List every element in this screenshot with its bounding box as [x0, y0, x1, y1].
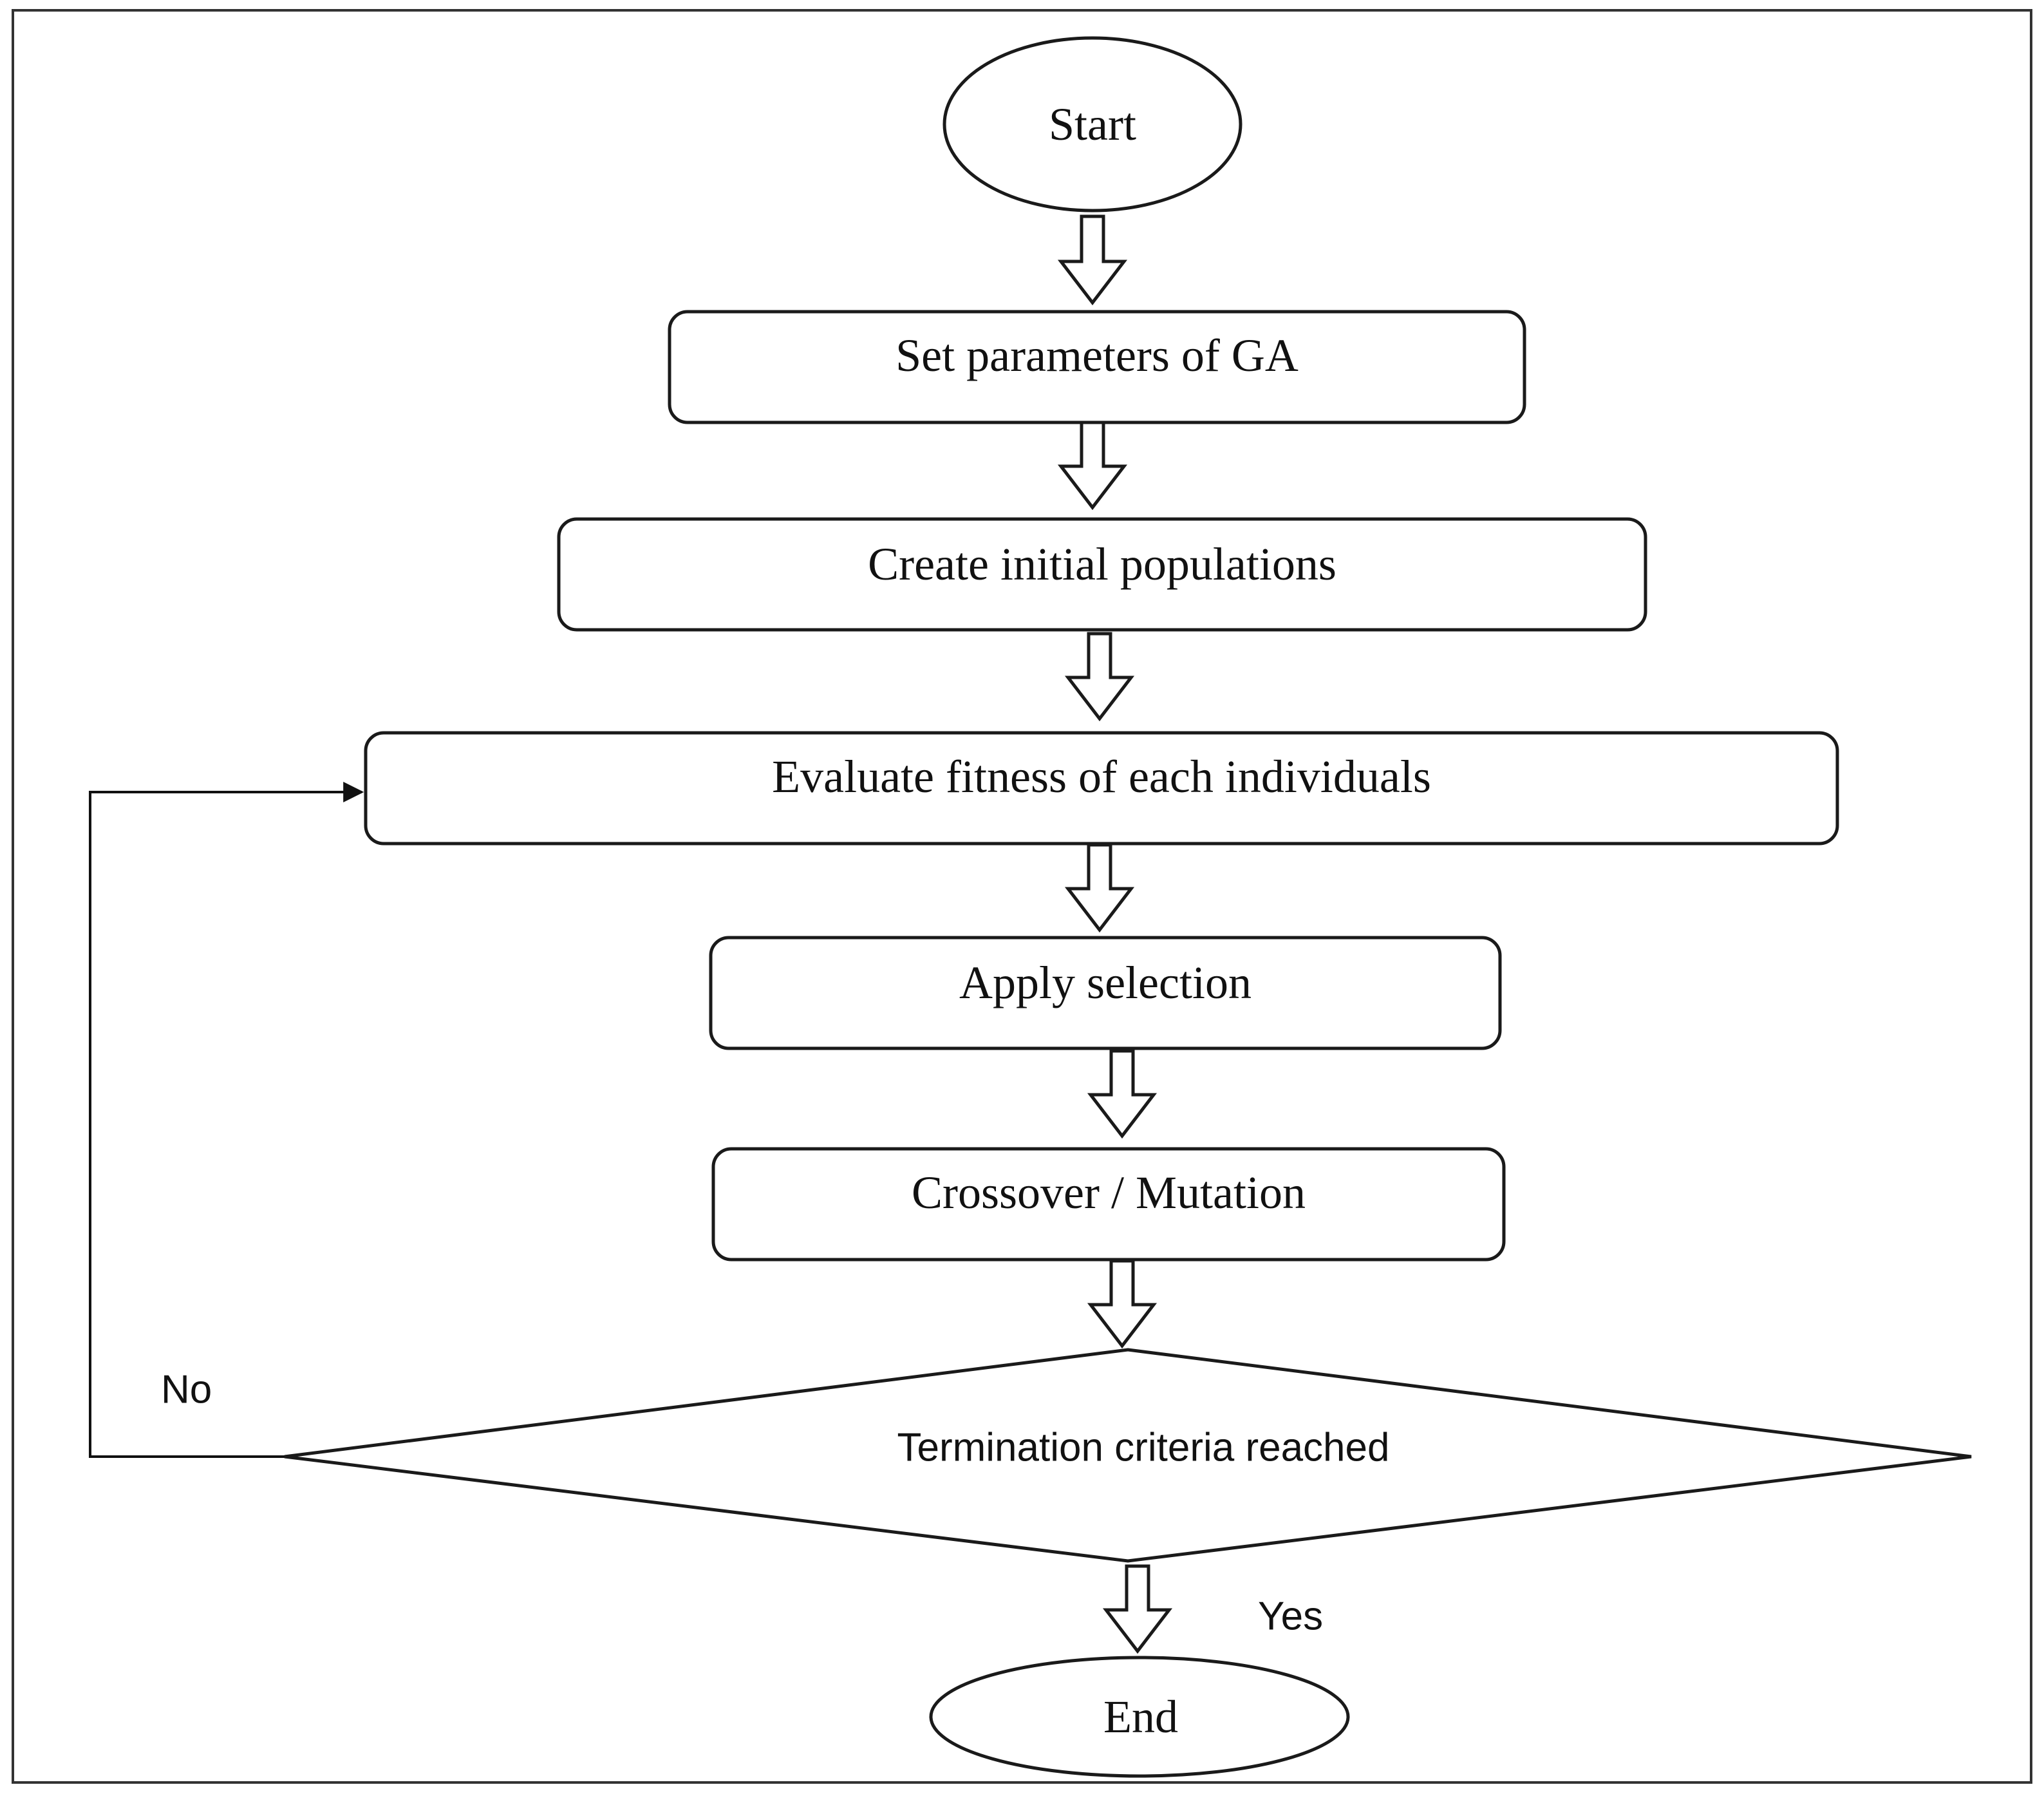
arrow-selection-to-crossover	[1087, 1049, 1158, 1139]
arrow-decision-to-end	[1102, 1564, 1173, 1654]
no-label: No	[161, 1368, 212, 1412]
step-label: Evaluate fitness of each individuals	[772, 751, 1431, 802]
step-box	[668, 310, 1526, 424]
flow-arrows	[1057, 214, 1173, 1654]
start-terminal: Start	[942, 36, 1242, 213]
end-terminal: End	[929, 1656, 1350, 1778]
arrow-crossover-to-decision	[1087, 1259, 1158, 1349]
step-label: Set parameters of GA	[895, 330, 1299, 381]
step-crossover-mutation: Crossover / Mutation	[711, 1147, 1506, 1262]
step-box	[709, 936, 1502, 1050]
step-label: Crossover / Mutation	[912, 1167, 1306, 1218]
no-loop-connector: No	[89, 782, 364, 1458]
step-box	[557, 517, 1647, 632]
step-label: Apply selection	[959, 957, 1252, 1008]
arrow-start-to-parameters	[1057, 214, 1128, 306]
step-label: Create initial populations	[868, 538, 1336, 590]
arrow-evaluate-to-selection	[1064, 843, 1135, 933]
end-label: End	[1103, 1691, 1178, 1743]
arrow-parameters-to-population	[1057, 421, 1128, 511]
start-ellipse	[942, 36, 1242, 213]
step-box	[364, 731, 1839, 846]
yes-label: Yes	[1258, 1594, 1323, 1639]
step-box	[711, 1147, 1506, 1262]
step-create-population: Create initial populations	[557, 517, 1647, 632]
step-set-parameters: Set parameters of GA	[668, 310, 1526, 424]
start-label: Start	[1049, 99, 1136, 150]
end-ellipse	[929, 1656, 1350, 1778]
step-apply-selection: Apply selection	[709, 936, 1502, 1050]
step-evaluate-fitness: Evaluate fitness of each individuals	[364, 731, 1839, 846]
figure-frame	[12, 9, 2032, 1784]
decision-label: Termination criteria reached	[897, 1426, 1389, 1470]
no-loop-line	[89, 782, 364, 1458]
decision-termination: Termination criteria reached	[284, 1348, 1972, 1563]
arrow-population-to-evaluate	[1064, 632, 1135, 722]
decision-diamond	[284, 1348, 1972, 1563]
